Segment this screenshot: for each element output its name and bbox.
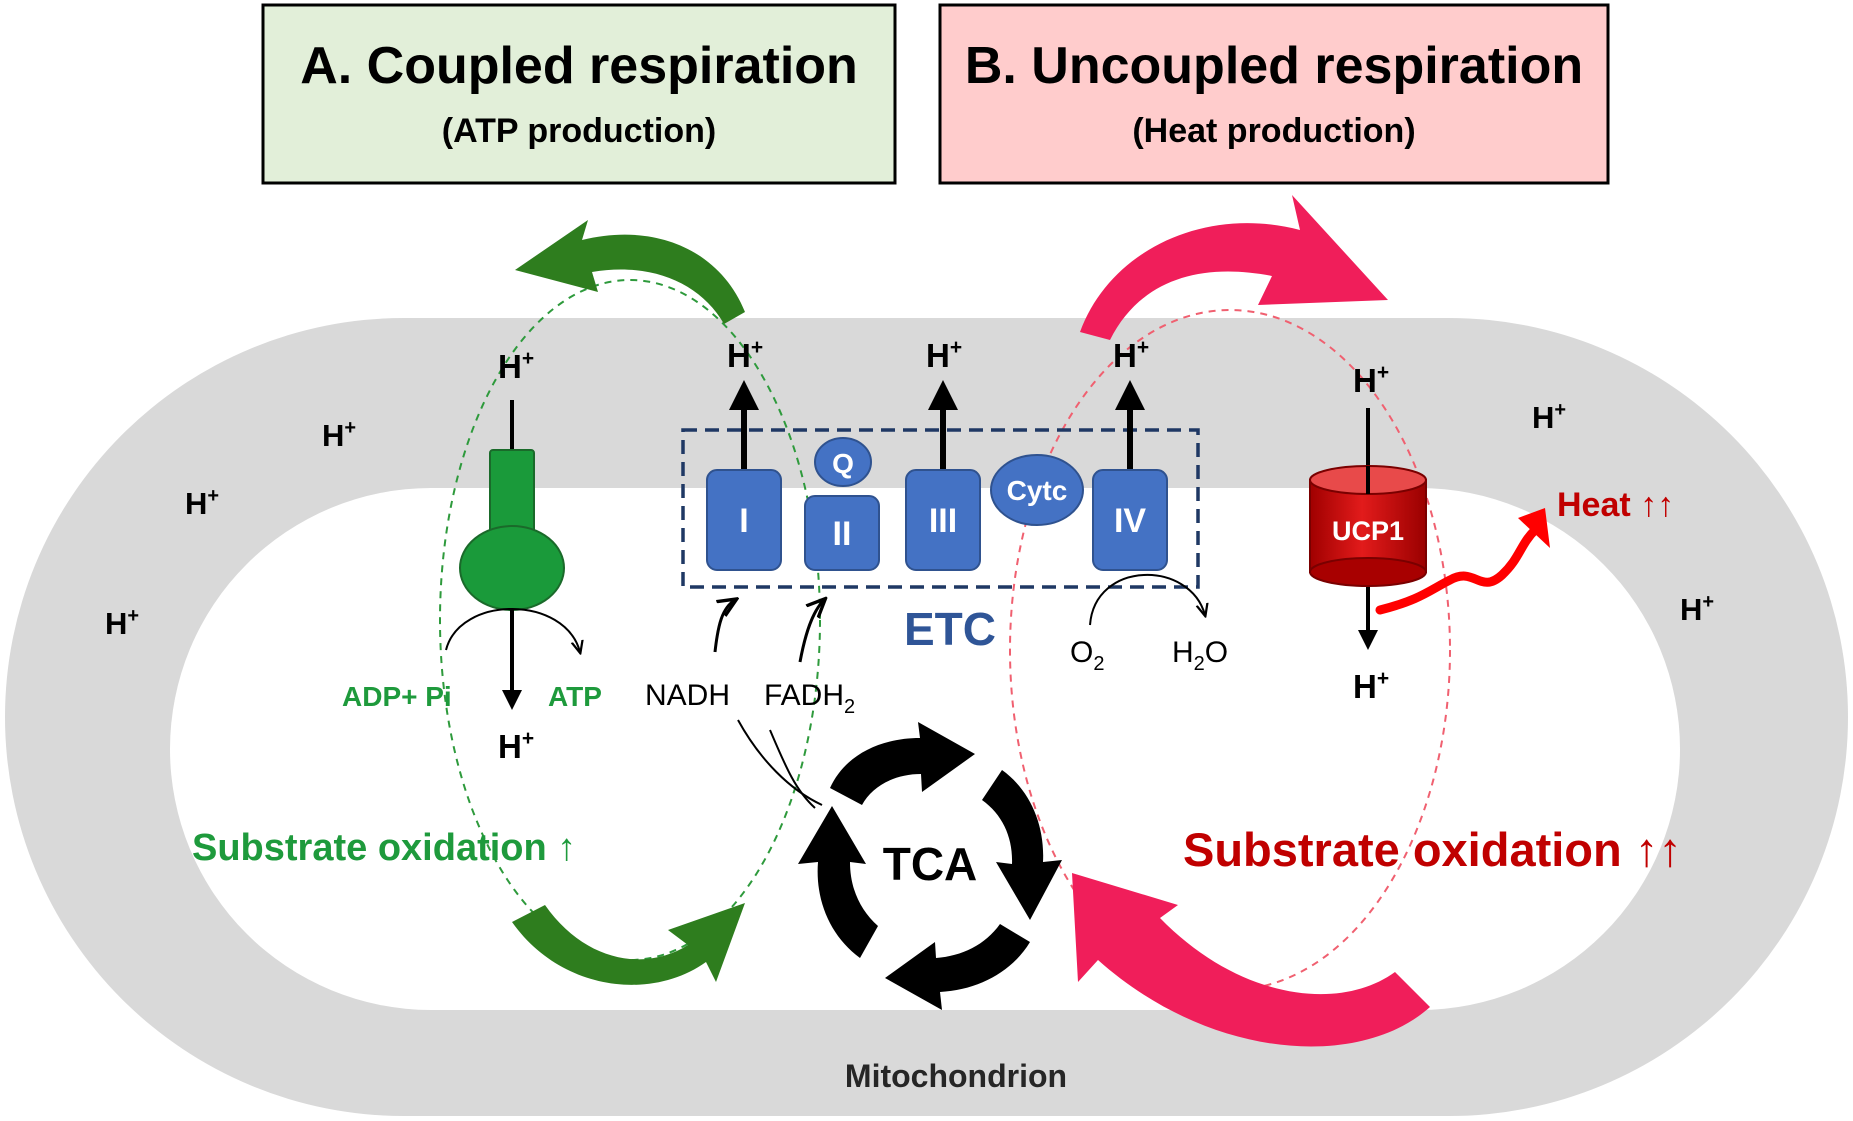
uncoupled-subtitle: (Heat production) bbox=[1132, 112, 1415, 150]
green-arrow-top bbox=[515, 220, 745, 324]
coupled-cycle-path bbox=[439, 279, 821, 961]
svg-text:H+: H+ bbox=[105, 605, 139, 641]
hplus-ion: H+ bbox=[1680, 591, 1714, 627]
tca-to-nadh-line bbox=[737, 719, 823, 806]
nadh-to-complex1-arrow bbox=[713, 600, 735, 653]
ucp1-hplus-top: H+ bbox=[1353, 361, 1389, 399]
complex-1-label: I bbox=[739, 502, 748, 540]
complex-1-hplus: H+ bbox=[727, 336, 763, 374]
svg-text:H+: H+ bbox=[185, 485, 219, 521]
complex-4 bbox=[1092, 469, 1168, 571]
hplus-ion: H+ bbox=[185, 485, 219, 521]
nadh-label: NADH bbox=[645, 679, 730, 712]
ucp1-channel-icon bbox=[1309, 465, 1427, 587]
uncoupled-box bbox=[938, 3, 1610, 185]
etc-box bbox=[681, 428, 1200, 589]
ucp1-label: UCP1 bbox=[1332, 516, 1404, 546]
atp-synthase-icon bbox=[459, 449, 565, 611]
complex-3-label: III bbox=[929, 502, 957, 540]
heat-label: Heat ↑↑ bbox=[1557, 486, 1674, 524]
fadh2-label: FADH2 bbox=[764, 679, 855, 718]
atp-synthase-hplus-top: H+ bbox=[498, 347, 534, 385]
pink-arrow-top bbox=[1080, 195, 1388, 340]
hplus-ion: H+ bbox=[322, 417, 356, 453]
complex-3 bbox=[905, 469, 981, 571]
complex-2 bbox=[804, 495, 880, 571]
atp-synthase-hplus-bottom: H+ bbox=[498, 727, 534, 765]
cytochrome-c bbox=[990, 454, 1084, 526]
heat-arrowhead bbox=[1518, 508, 1550, 548]
svg-text:H+: H+ bbox=[322, 417, 356, 453]
complex-4-hplus: H+ bbox=[1113, 336, 1149, 374]
hplus-ion: H+ bbox=[105, 605, 139, 641]
svg-text:H+: H+ bbox=[1532, 399, 1566, 435]
o2-label: O2 bbox=[1070, 636, 1104, 675]
etc-label: ETC bbox=[904, 603, 996, 655]
tca-cycle-icon bbox=[798, 722, 1062, 1010]
coupled-box bbox=[261, 3, 897, 185]
uncoupled-title: B. Uncoupled respiration bbox=[965, 37, 1583, 95]
complex-2-label: II bbox=[833, 515, 852, 553]
ucp1-hplus-bottom: H+ bbox=[1353, 667, 1389, 705]
fadh2-to-complex2-arrow bbox=[798, 600, 824, 663]
tca-to-fadh2-line bbox=[769, 729, 816, 809]
complex-3-hplus: H+ bbox=[926, 336, 962, 374]
q-label: Q bbox=[832, 448, 854, 479]
mitochondrion-label: Mitochondrion bbox=[845, 1058, 1067, 1094]
complex-4-label: IV bbox=[1114, 502, 1146, 540]
oxygen-reduction-arrow bbox=[1089, 573, 1205, 626]
substrate-oxidation-coupled: Substrate oxidation ↑ bbox=[192, 827, 576, 869]
complex-1 bbox=[706, 469, 782, 571]
cytc-label: Cytc bbox=[1007, 475, 1068, 506]
svg-text:H+: H+ bbox=[1680, 591, 1714, 627]
heat-wavy-arrow bbox=[1375, 525, 1540, 615]
atp-conversion-arrow bbox=[445, 608, 580, 652]
h2o-label: H2O bbox=[1172, 636, 1228, 675]
ubiquinone-q bbox=[814, 437, 872, 487]
substrate-oxidation-uncoupled: Substrate oxidation ↑↑ bbox=[1183, 823, 1682, 876]
hplus-ion: H+ bbox=[1532, 399, 1566, 435]
green-arrow-bottom bbox=[512, 903, 745, 985]
atp-label: ATP bbox=[548, 681, 602, 712]
coupled-title: A. Coupled respiration bbox=[300, 37, 858, 95]
adp-pi-label: ADP+ Pi bbox=[342, 681, 452, 712]
coupled-subtitle: (ATP production) bbox=[442, 112, 716, 150]
tca-label: TCA bbox=[883, 838, 978, 890]
pink-arrow-bottom bbox=[1072, 873, 1430, 1047]
